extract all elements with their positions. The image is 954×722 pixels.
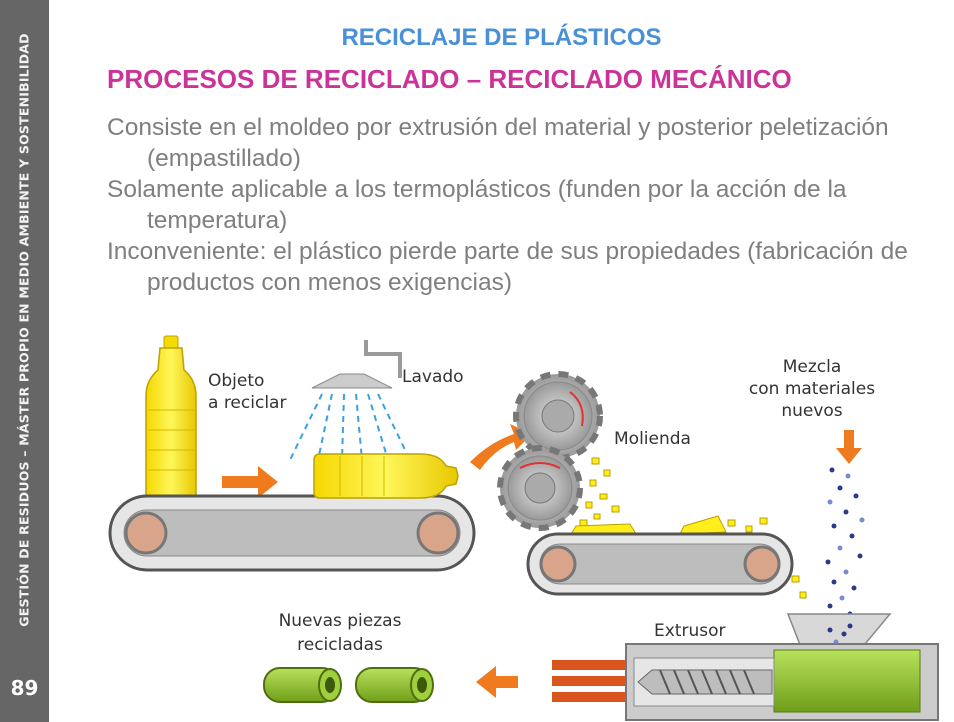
sidebar-course-title: GESTIÓN DE RESIDUOS – MÁSTER PROPIO EN M… xyxy=(16,33,32,627)
slide-title: RECICLAJE DE PLÁSTICOS xyxy=(341,24,662,51)
gear-icon xyxy=(513,371,603,461)
bullet-item: Consiste en el moldeo por extrusión del … xyxy=(107,114,889,172)
arrow-icon xyxy=(836,430,862,464)
label-extrusor: Extrusor xyxy=(654,621,725,641)
recycling-process-diagram: Objeto a reciclar Lavado xyxy=(108,335,939,721)
conveyor-belt-2 xyxy=(526,532,794,596)
pellets-stream xyxy=(825,467,865,617)
label-lavado: Lavado xyxy=(402,367,464,387)
recycled-pieces-icon xyxy=(263,667,434,703)
label-mezcla: Mezcla xyxy=(783,357,842,377)
arrow-icon xyxy=(470,424,532,470)
bullet-list: Consiste en el moldeo por extrusión del … xyxy=(107,112,937,298)
extruder-icon xyxy=(552,643,939,721)
label-nuevas-piezas: Nuevas piezas xyxy=(279,611,402,631)
label-a-reciclar: a reciclar xyxy=(208,393,286,413)
slide-subtitle: PROCESOS DE RECICLADO – RECICLADO MECÁNI… xyxy=(107,64,792,94)
label-con-materiales: con materiales xyxy=(749,379,875,399)
label-nuevos: nuevos xyxy=(781,401,842,421)
bullet-item: Solamente aplicable a los termoplásticos… xyxy=(107,176,847,234)
bullet-item: Inconveniente: el plástico pierde parte … xyxy=(107,238,908,296)
page-number: 89 xyxy=(10,676,39,700)
bottle-icon xyxy=(145,335,197,503)
gear-icon xyxy=(497,445,583,531)
label-objeto: Objeto xyxy=(208,371,264,391)
label-molienda: Molienda xyxy=(614,429,691,449)
shower-head-icon xyxy=(289,340,411,461)
sidebar: GESTIÓN DE RESIDUOS – MÁSTER PROPIO EN M… xyxy=(0,0,49,722)
conveyor-belt-1 xyxy=(108,494,476,572)
arrow-icon xyxy=(222,466,278,498)
arrow-icon xyxy=(476,666,518,698)
label-recicladas: recicladas xyxy=(297,635,383,655)
bottle-lying-icon xyxy=(313,453,459,499)
